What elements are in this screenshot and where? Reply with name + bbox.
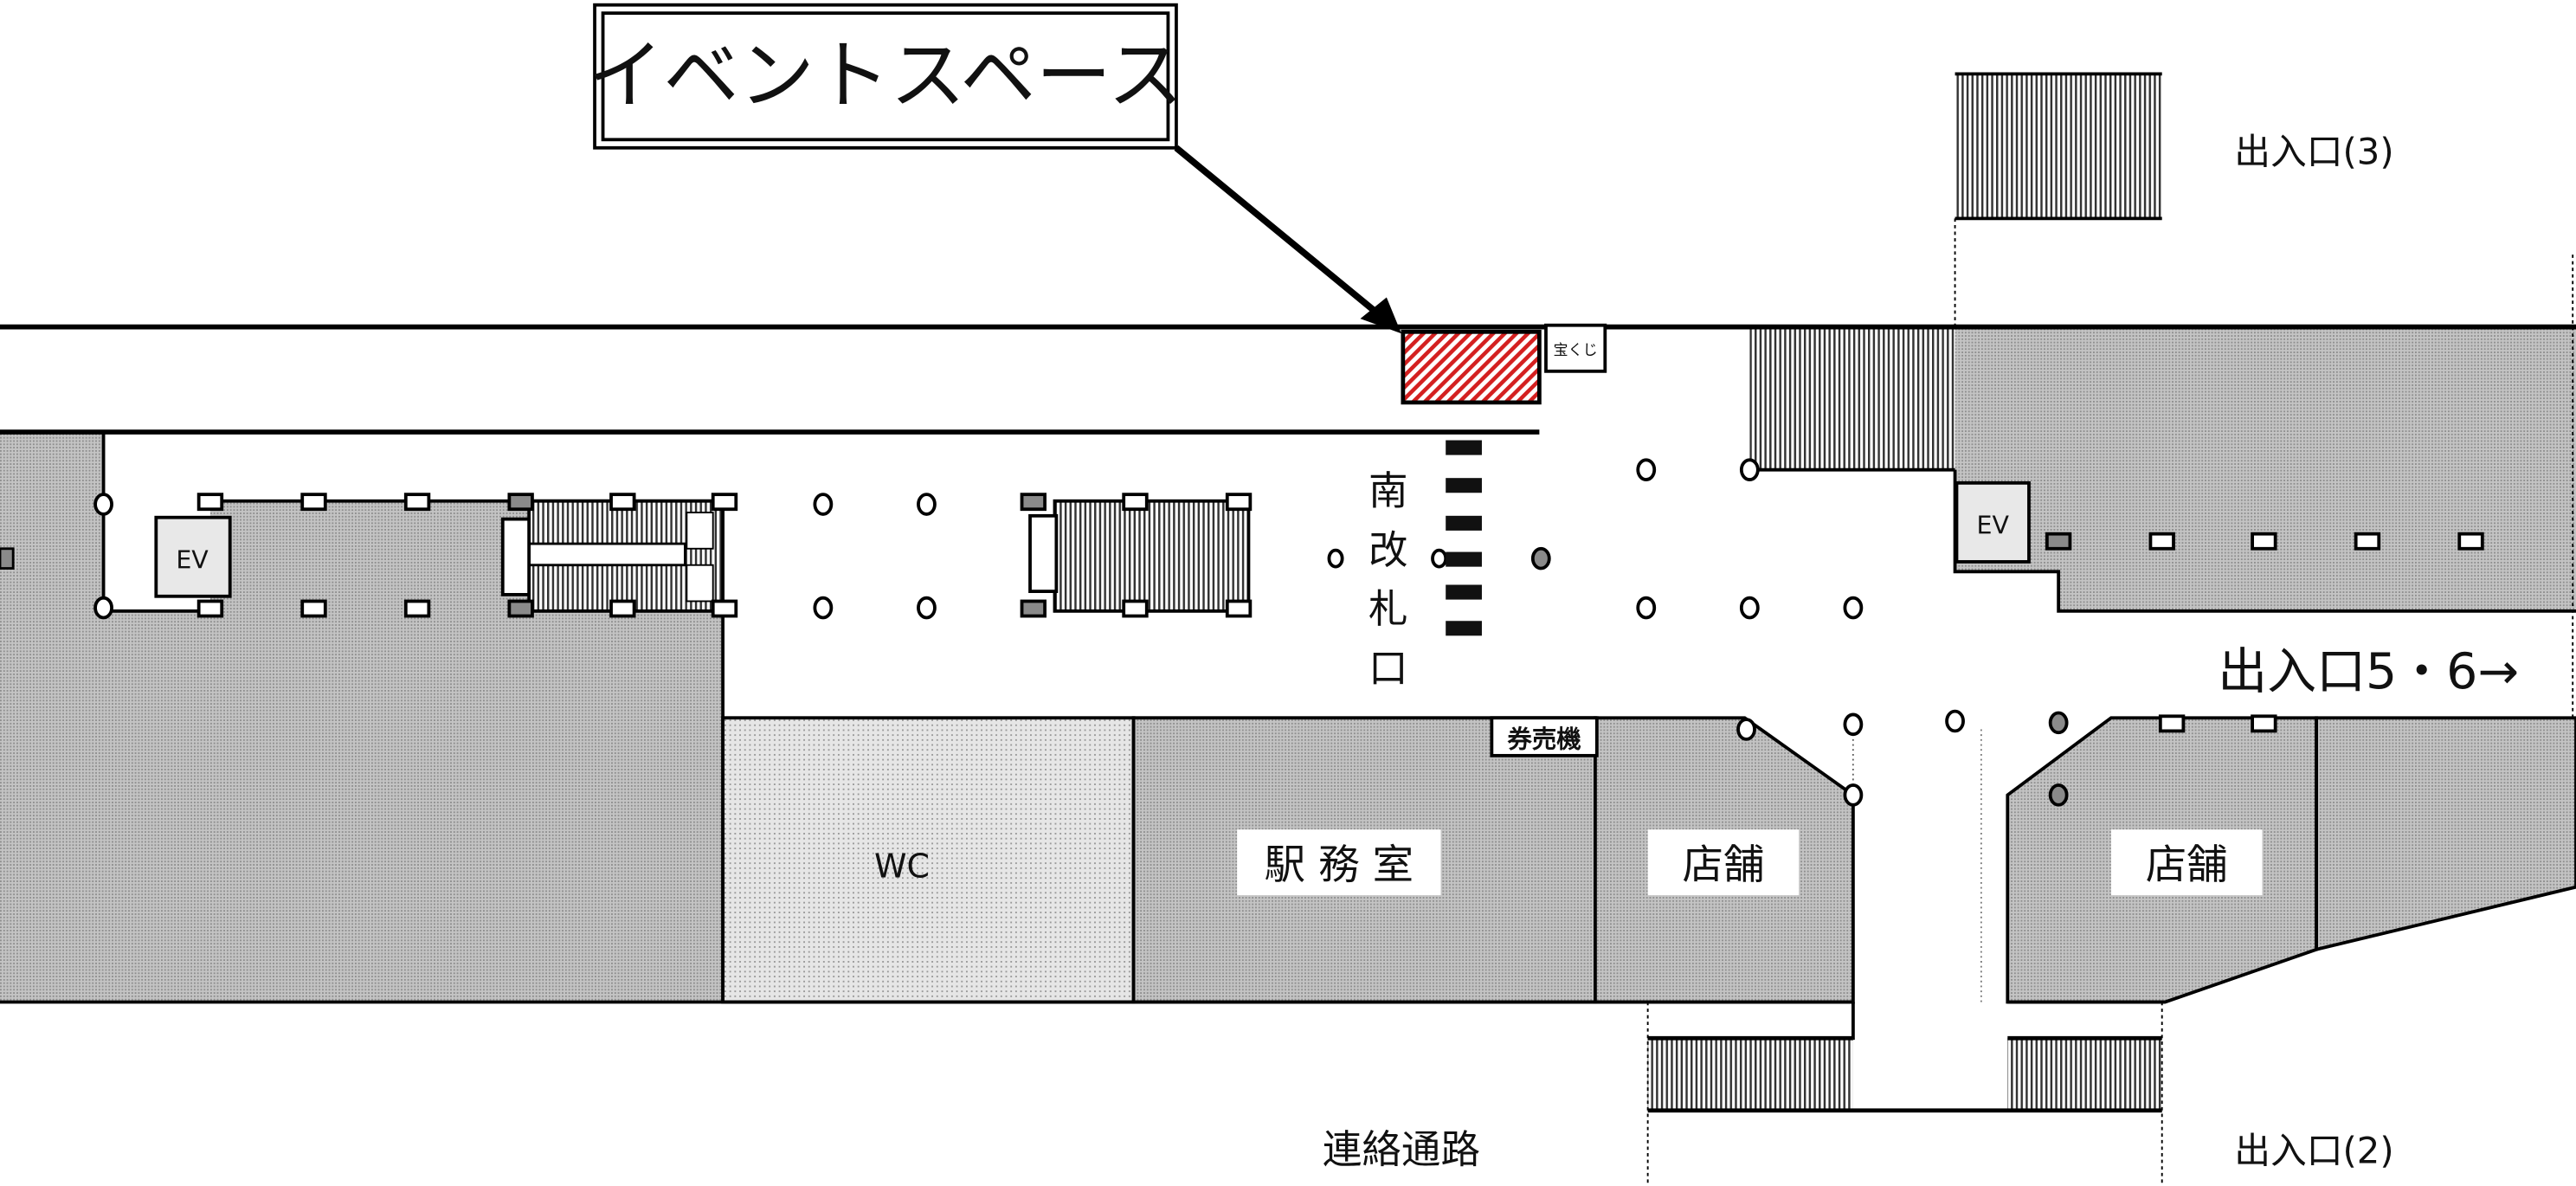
stairs-exit-3 [1955,74,2162,219]
pillar-squares [196,493,2484,733]
elevator-right [1955,480,2031,564]
south-gate-label: 南 改 札 口 [1368,468,1408,692]
exit-3-label[interactable]: 出入口(3) [2234,131,2393,173]
right-lower-area [2315,716,2576,952]
stairs-upper [1749,326,1955,470]
right-upper-area [1955,326,2576,611]
callout-arrow [1174,145,1382,319]
escalator-left [500,499,725,613]
lottery-booth [1544,323,1607,373]
ticket-machine-label: 券売機 [1507,725,1581,753]
svg-text:改: 改 [1368,527,1408,573]
event-callout-box [593,3,1178,150]
elevator-right-label: EV [1976,512,2009,540]
elevator-left-label: EV [176,546,209,575]
svg-text:口: 口 [1368,645,1408,691]
event-space-area[interactable] [1401,329,1542,405]
arrow-head-icon [1360,297,1401,334]
event-space-title: イベントスペース [588,32,1183,120]
stairs-exit-2-left [1647,1038,1853,1111]
svg-text:札: 札 [1368,586,1408,632]
exit-2-label[interactable]: 出入口(2) [2234,1129,2393,1171]
exit-5-6-label[interactable]: 出入口5・6→ [2218,643,2519,700]
stairs-exit-2-right [2007,1038,2162,1111]
shop-right-label: 店舗 [2146,841,2228,889]
ticket-gates [1446,440,1482,636]
shop-left-label: 店舗 [1683,841,1765,889]
wc-area [721,716,1136,1004]
passage-label[interactable]: 連絡通路 [1323,1126,1480,1172]
station-office-label: 駅 務 室 [1265,841,1414,889]
elevator-left [154,515,232,598]
svg-text:南: 南 [1368,468,1408,514]
escalator-right [1028,499,1251,613]
lottery-label: 宝くじ [1554,342,1598,359]
wc-label: WC [874,847,930,885]
